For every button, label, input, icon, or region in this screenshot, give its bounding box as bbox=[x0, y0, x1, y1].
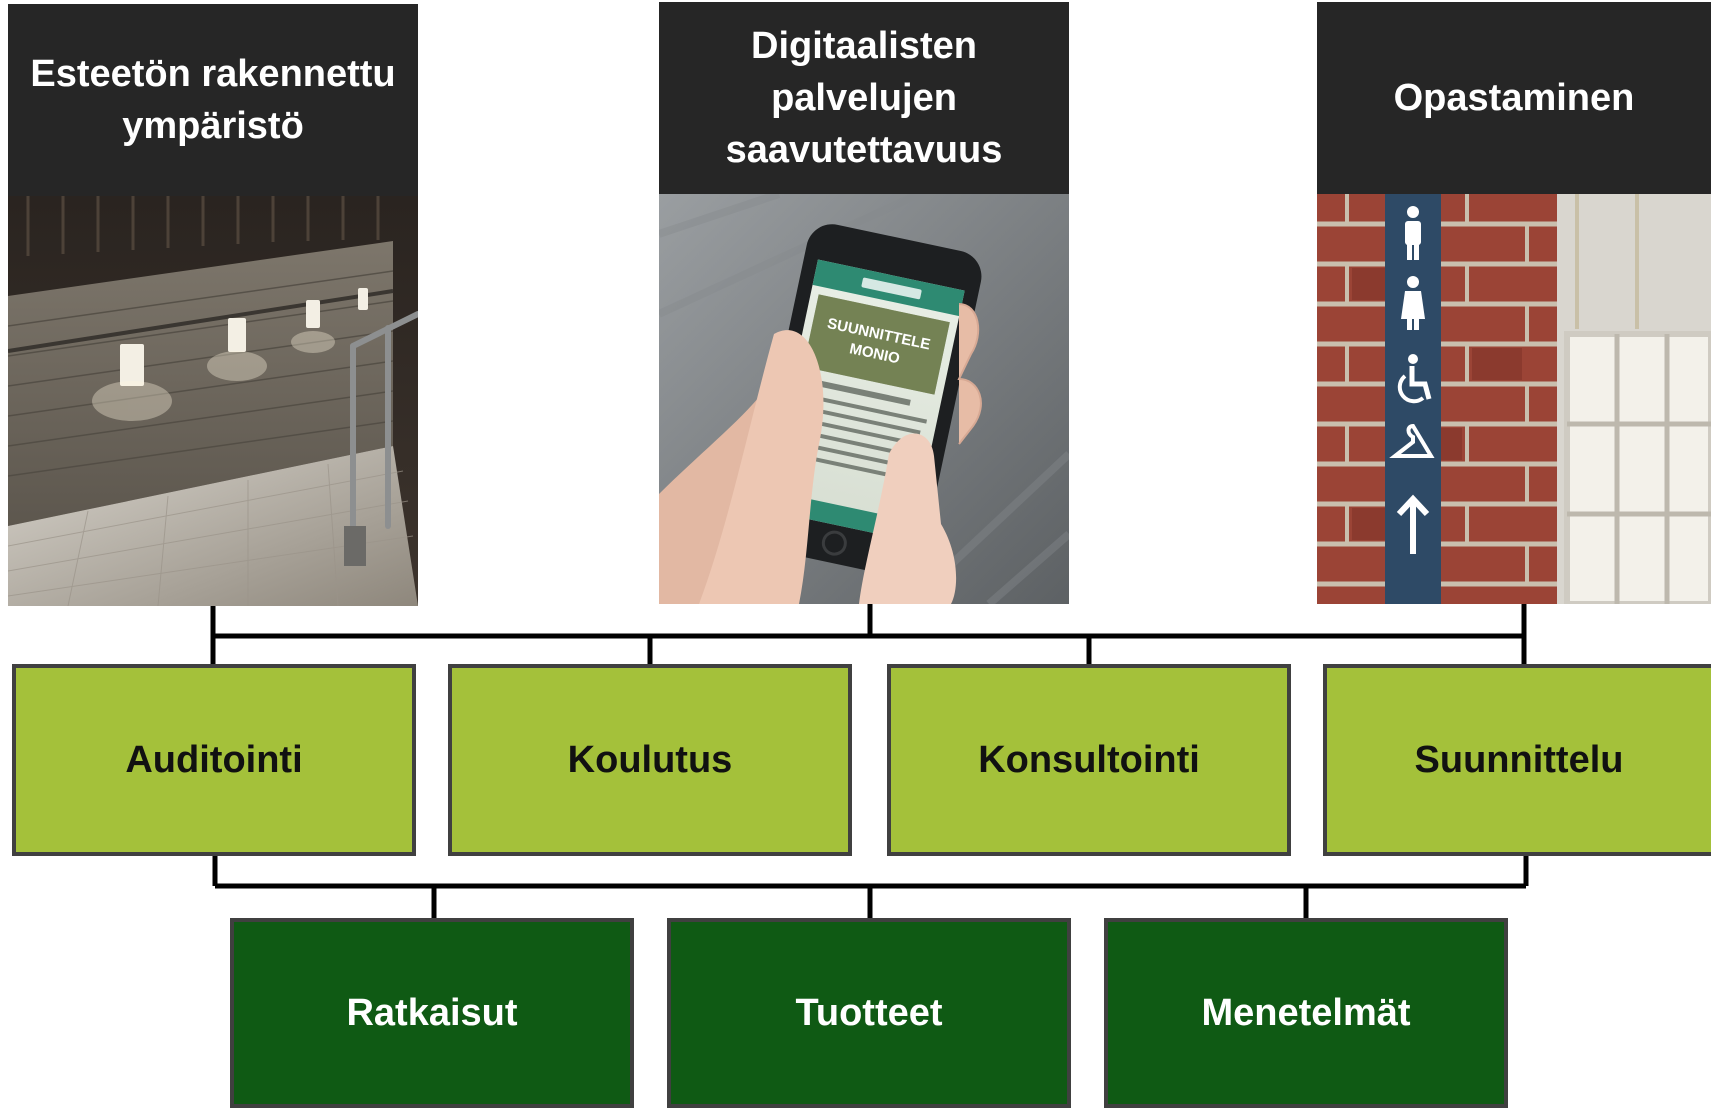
wayfinding-sign-image bbox=[1317, 194, 1711, 604]
service-auditing: Auditointi bbox=[12, 664, 416, 856]
topic-wayfinding: Opastaminen bbox=[1317, 2, 1711, 604]
male-person-icon bbox=[1405, 206, 1421, 260]
outcome-methods: Menetelmät bbox=[1104, 918, 1508, 1108]
female-person-icon bbox=[1401, 276, 1425, 330]
smartphone-image: SUUNNITTELE MONIO bbox=[659, 194, 1069, 604]
service-consulting: Konsultointi bbox=[887, 664, 1291, 856]
services-bottom-connector bbox=[212, 856, 1529, 889]
service-training: Koulutus bbox=[448, 664, 852, 856]
coat-hanger-icon bbox=[1389, 423, 1435, 458]
outcomes-connector bbox=[431, 886, 1309, 918]
outcome-solutions: Ratkaisut bbox=[230, 918, 634, 1108]
topic-title: Digitaalisten palvelujen saavutettavuus bbox=[659, 2, 1069, 194]
topics-connector bbox=[210, 602, 1527, 639]
ramp-image bbox=[8, 196, 418, 606]
topic-built-environment: Esteetön rakennettu ympäristö bbox=[8, 4, 418, 606]
service-design: Suunnittelu bbox=[1323, 664, 1711, 856]
arrow-up-icon bbox=[1396, 494, 1430, 554]
topic-title: Opastaminen bbox=[1317, 2, 1711, 194]
wheelchair-icon bbox=[1397, 354, 1432, 404]
topic-title: Esteetön rakennettu ympäristö bbox=[8, 4, 418, 196]
topic-digital-accessibility: Digitaalisten palvelujen saavutettavuus bbox=[659, 2, 1069, 604]
outcome-products: Tuotteet bbox=[667, 918, 1071, 1108]
sign-icons bbox=[1389, 206, 1435, 554]
services-top-connector bbox=[210, 636, 1527, 664]
